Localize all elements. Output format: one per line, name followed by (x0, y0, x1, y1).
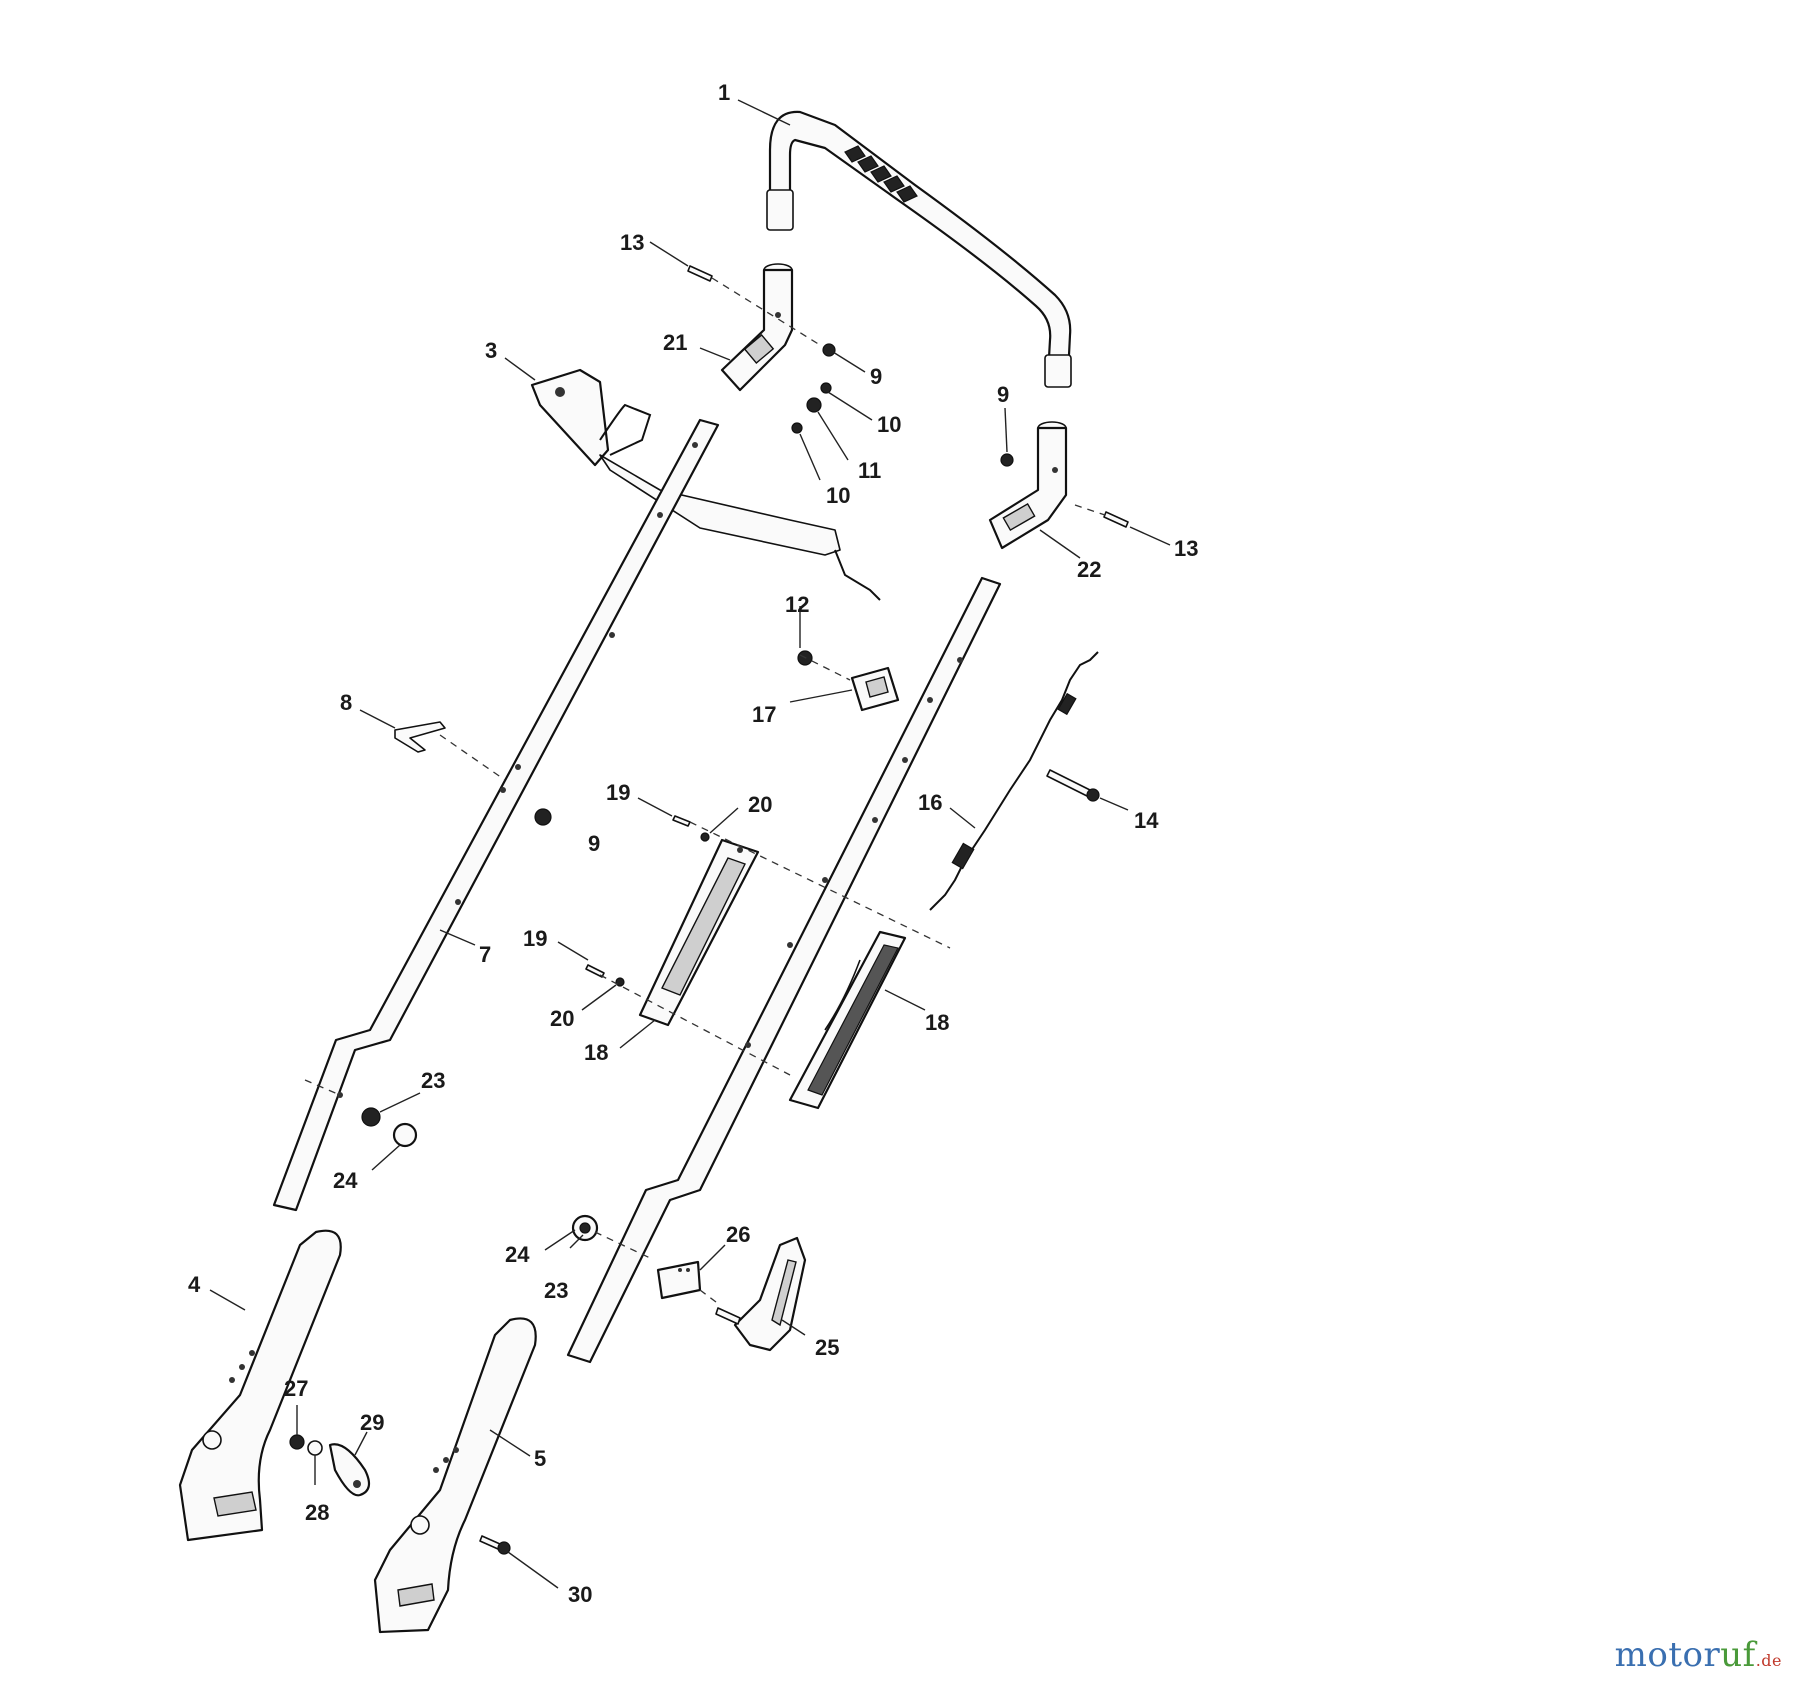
watermark-part1: motor (1614, 1635, 1721, 1675)
callout-30: 30 (568, 1582, 592, 1607)
callout-12: 12 (785, 592, 809, 617)
part-washer-20-a (700, 832, 710, 842)
part-knob-24-left (392, 1122, 418, 1148)
callout-29: 29 (360, 1410, 384, 1435)
callout-26: 26 (726, 1222, 750, 1247)
part-base-right (373, 1317, 537, 1634)
callout-3: 3 (485, 338, 497, 363)
watermark-part2: uf (1720, 1635, 1756, 1675)
part-left-connector (720, 263, 794, 392)
callout-10-b: 10 (826, 483, 850, 508)
callout-24-left: 24 (333, 1168, 358, 1193)
part-link-29 (328, 1443, 371, 1497)
callout-7: 7 (479, 942, 491, 967)
leader-lines (209, 99, 1171, 1589)
part-right-tube (566, 576, 1002, 1364)
part-screw-10-a (820, 382, 832, 394)
callout-19-a: 19 (606, 780, 630, 805)
part-washer-28 (307, 1440, 323, 1456)
part-bolt-30 (479, 1535, 511, 1555)
callout-labels: 1 3 4 5 7 8 9 9 9 10 10 11 12 13 13 14 1… (188, 80, 1198, 1607)
callout-20-a: 20 (748, 792, 772, 817)
part-washer-11 (806, 397, 822, 413)
part-base-left (178, 1229, 342, 1542)
part-block-26 (656, 1260, 702, 1300)
part-screw-19-a (672, 815, 691, 827)
callout-18-right: 18 (925, 1010, 949, 1035)
part-screw-19-b (585, 964, 605, 978)
callout-17: 17 (752, 702, 776, 727)
callout-19-b: 19 (523, 926, 547, 951)
callout-14: 14 (1134, 808, 1159, 833)
grip-ribs (844, 145, 918, 203)
part-bracket-left (638, 838, 760, 1027)
callout-1: 1 (718, 80, 730, 105)
callout-20-b: 20 (550, 1006, 574, 1031)
part-nut-23-left (361, 1107, 381, 1127)
part-screw-10-b (791, 422, 803, 434)
callout-8: 8 (340, 690, 352, 715)
callout-18-left: 18 (584, 1040, 608, 1065)
callout-13-left: 13 (620, 230, 644, 255)
callout-9-right: 9 (997, 382, 1009, 407)
part-bolt-13-right (1103, 511, 1129, 528)
part-lever-25 (715, 1236, 807, 1352)
callout-27: 27 (284, 1376, 308, 1401)
callout-24-right: 24 (505, 1242, 530, 1267)
watermark-suffix: .de (1755, 1651, 1782, 1670)
part-left-tube (272, 418, 720, 1212)
part-cover-right (788, 930, 907, 1110)
callout-25: 25 (815, 1335, 839, 1360)
watermark-logo: motoruf.de (1615, 1635, 1782, 1675)
part-right-connector (988, 421, 1068, 550)
part-bowden-cable (929, 651, 1099, 911)
callout-10-a: 10 (877, 412, 901, 437)
callout-21: 21 (663, 330, 687, 355)
part-nut-23-right (579, 1222, 591, 1234)
part-nut-9-right (1000, 453, 1014, 467)
callout-23-left: 23 (421, 1068, 445, 1093)
part-bolt-13-left (687, 265, 713, 282)
part-bolt-14 (1046, 769, 1100, 802)
callout-23-right: 23 (544, 1278, 568, 1303)
part-cable-clip (850, 666, 900, 712)
part-washer-20-b (615, 977, 625, 987)
callout-9-top: 9 (870, 364, 882, 389)
part-control-lever (530, 368, 881, 601)
callout-4: 4 (188, 1272, 201, 1297)
callout-28: 28 (305, 1500, 329, 1525)
callout-22: 22 (1077, 557, 1101, 582)
part-nut-9-top (822, 343, 836, 357)
callout-9-left: 9 (588, 831, 600, 856)
callout-5: 5 (534, 1446, 546, 1471)
callout-11: 11 (858, 458, 881, 483)
part-upper-handle (766, 110, 1072, 388)
part-clip (394, 721, 446, 753)
part-nut-27 (289, 1434, 305, 1450)
callout-13-right: 13 (1174, 536, 1198, 561)
part-nut-9-left (534, 808, 552, 826)
callout-16: 16 (918, 790, 942, 815)
assembly-lines (304, 277, 1106, 1306)
